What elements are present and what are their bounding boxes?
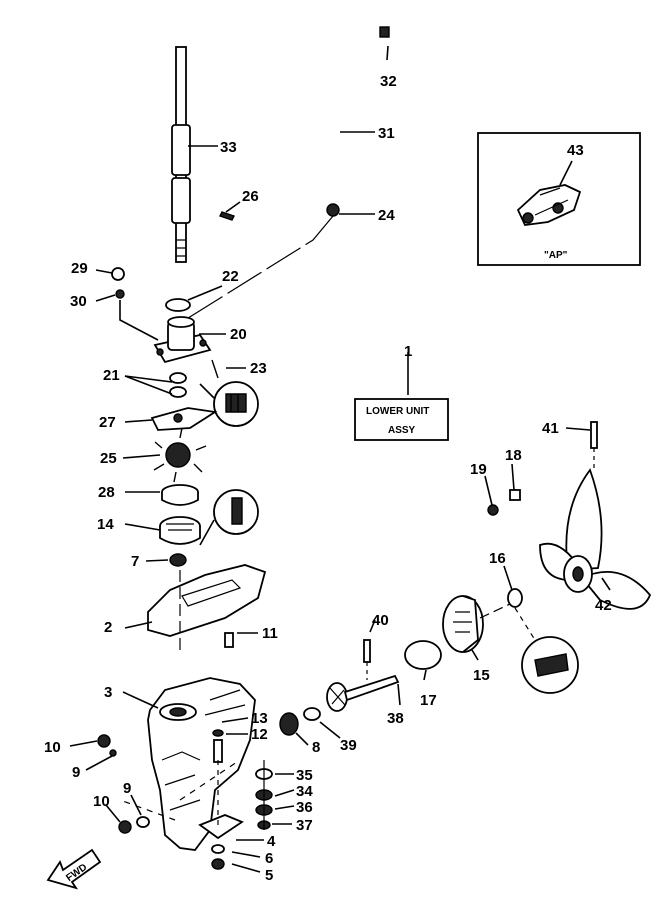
seal-22 xyxy=(165,298,191,312)
callout-20: 20 xyxy=(230,326,247,343)
washer-16 xyxy=(507,588,523,608)
propeller-shaft xyxy=(326,674,400,712)
housing-14 xyxy=(159,516,201,545)
plate-27 xyxy=(150,407,218,431)
callout-1: 1 xyxy=(404,343,412,360)
callout-24: 24 xyxy=(378,207,395,224)
callout-2: 2 xyxy=(104,619,112,636)
gear-8 xyxy=(279,712,299,736)
callout-18: 18 xyxy=(505,447,522,464)
callout-19: 19 xyxy=(470,461,487,478)
shaft-housing xyxy=(442,595,484,653)
assembly-box: LOWER UNIT ASSY xyxy=(354,398,449,441)
callout-5: 5 xyxy=(265,867,273,884)
callout-42: 42 xyxy=(595,597,612,614)
propeller xyxy=(539,468,652,610)
callout-31: 31 xyxy=(378,125,395,142)
callout-28: 28 xyxy=(98,484,115,501)
bolt-29 xyxy=(111,267,125,281)
callout-22: 22 xyxy=(222,268,239,285)
callout-15: 15 xyxy=(473,667,490,684)
callout-9a: 9 xyxy=(72,764,80,781)
callout-39: 39 xyxy=(340,737,357,754)
callout-8: 8 xyxy=(312,739,320,756)
callout-10a: 10 xyxy=(44,739,61,756)
callout-29: 29 xyxy=(71,260,88,277)
callout-11: 11 xyxy=(262,625,278,642)
callout-34: 34 xyxy=(296,783,313,800)
callout-36: 36 xyxy=(296,799,313,816)
callout-14: 14 xyxy=(97,516,114,533)
cotter-pin-41 xyxy=(590,421,598,449)
callout-17: 17 xyxy=(420,692,437,709)
callout-35: 35 xyxy=(296,767,313,784)
direction-badge: FWD xyxy=(46,848,102,890)
pump-housing xyxy=(153,316,212,364)
callout-21: 21 xyxy=(103,367,120,384)
callout-12: 12 xyxy=(251,726,268,743)
drive-pin xyxy=(219,211,235,221)
washer-6 xyxy=(211,844,225,854)
callout-41: 41 xyxy=(542,420,559,437)
callout-23: 23 xyxy=(250,360,267,377)
assembly-box-line1: LOWER UNIT xyxy=(366,406,429,417)
anode-4 xyxy=(198,814,244,840)
callout-26: 26 xyxy=(242,188,259,205)
callout-9b: 9 xyxy=(123,780,131,797)
callout-10b: 10 xyxy=(93,793,110,810)
inset-box-ap: "AP" xyxy=(477,132,641,266)
callout-30: 30 xyxy=(70,293,87,310)
callout-38: 38 xyxy=(387,710,404,727)
bolt-12 xyxy=(213,739,223,763)
callout-13: 13 xyxy=(251,710,268,727)
inset-label: "AP" xyxy=(544,250,568,261)
pin-40 xyxy=(363,639,371,663)
callout-27: 27 xyxy=(99,414,116,431)
bolt-10a xyxy=(97,734,111,748)
washer-9b xyxy=(136,816,150,828)
leader-lines xyxy=(69,45,611,873)
callout-16: 16 xyxy=(489,550,506,567)
callout-7: 7 xyxy=(131,553,139,570)
callout-4: 4 xyxy=(267,833,276,850)
nut-5 xyxy=(211,858,225,870)
inset-part-bracket xyxy=(516,184,582,226)
callout-labels: 1 2 3 4 5 6 7 8 9 9 10 10 11 12 13 14 15… xyxy=(44,73,612,884)
callout-37: 37 xyxy=(296,817,313,834)
washer-30 xyxy=(115,289,125,299)
cup-28 xyxy=(161,484,199,506)
drive-shaft xyxy=(171,46,191,263)
washer-13 xyxy=(212,729,224,737)
bolt-18 xyxy=(509,489,521,501)
washer-39 xyxy=(303,707,321,721)
callout-43: 43 xyxy=(567,142,584,159)
callout-3: 3 xyxy=(104,684,112,701)
callout-40: 40 xyxy=(372,612,389,629)
callout-33: 33 xyxy=(220,139,237,156)
bolt-10b xyxy=(118,820,132,834)
assembly-box-line2: ASSY xyxy=(388,425,416,436)
callout-6: 6 xyxy=(265,850,273,867)
callout-25: 25 xyxy=(100,450,117,467)
washer-19 xyxy=(487,504,499,516)
washer-9a xyxy=(109,749,117,757)
callout-32: 32 xyxy=(380,73,397,90)
seal-7 xyxy=(169,553,187,567)
oring-17 xyxy=(404,640,442,670)
plate-2 xyxy=(147,564,267,637)
bolt-11 xyxy=(224,632,234,648)
seals-21 xyxy=(169,372,187,398)
shift-rod xyxy=(184,26,390,321)
pin-23 xyxy=(211,359,219,379)
impeller-25 xyxy=(153,427,207,483)
